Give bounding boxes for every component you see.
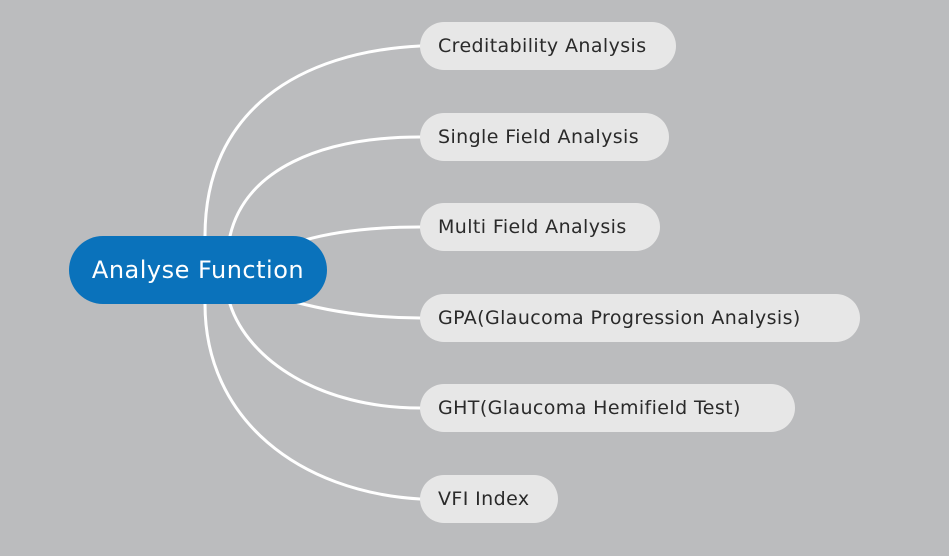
connector-multi-field-analysis — [303, 225, 422, 242]
connector-gpa — [293, 300, 422, 320]
connector-single-field-analysis — [228, 135, 422, 238]
branch-node-label: Single Field Analysis — [438, 126, 640, 148]
branch-node-label: GHT(Glaucoma Hemifield Test) — [438, 397, 741, 419]
branch-node-label: Creditability Analysis — [438, 35, 647, 57]
connector-vfi-index — [203, 302, 422, 501]
root-node-analyse-function: Analyse Function — [69, 236, 327, 304]
root-node-label: Analyse Function — [91, 256, 305, 284]
branch-node-single-field-analysis: Single Field Analysis — [420, 113, 669, 161]
branch-node-gpa: GPA(Glaucoma Progression Analysis) — [420, 294, 860, 342]
connector-creditability-analysis — [203, 44, 422, 238]
branch-node-label: Multi Field Analysis — [438, 216, 627, 238]
branch-node-multi-field-analysis: Multi Field Analysis — [420, 203, 660, 251]
branch-node-ght: GHT(Glaucoma Hemifield Test) — [420, 384, 795, 432]
branch-node-label: GPA(Glaucoma Progression Analysis) — [438, 307, 801, 329]
branch-node-label: VFI Index — [438, 488, 530, 510]
branch-node-vfi-index: VFI Index — [420, 475, 558, 523]
branch-node-creditability-analysis: Creditability Analysis — [420, 22, 676, 70]
connector-ght — [228, 302, 422, 410]
